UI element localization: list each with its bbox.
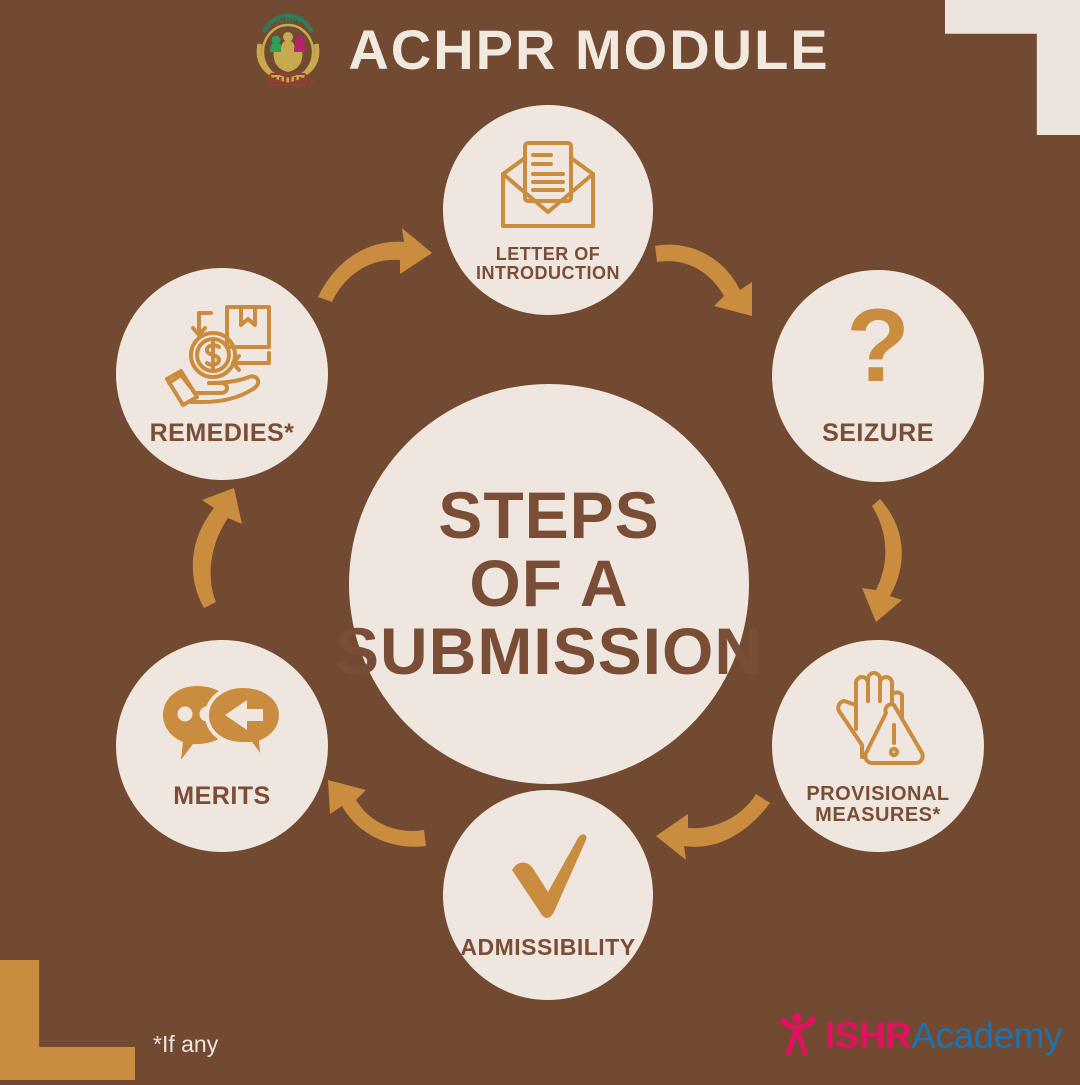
brand-name-primary: ISHR xyxy=(824,1014,912,1056)
person-raised-arms-icon xyxy=(778,1009,818,1062)
header: ACHPR ACHPR MODULE xyxy=(0,0,1080,100)
wheel-hub: STEPS OF A SUBMISSION xyxy=(335,384,762,784)
step-node-letter-of-introduction[interactable]: LETTER OF INTRODUCTION xyxy=(443,105,653,315)
step-node-provisional-measures[interactable]: PROVISIONAL MEASURES* xyxy=(772,640,984,852)
question-mark-icon: ? xyxy=(838,288,918,410)
achpr-logo: ACHPR xyxy=(250,10,326,90)
step-label-provisional-measures: PROVISIONAL MEASURES* xyxy=(806,782,950,826)
hand-coin-package-icon xyxy=(163,301,281,412)
hand-warning-icon xyxy=(822,667,934,778)
hub-title: STEPS OF A SUBMISSION xyxy=(334,478,764,688)
step-label-letter-of-introduction: LETTER OF INTRODUCTION xyxy=(476,243,620,283)
step-label-admissibility: ADMISSIBILITY xyxy=(460,934,636,961)
step-node-remedies[interactable]: REMEDIES* xyxy=(116,268,328,480)
step-node-merits[interactable]: MERITS xyxy=(116,640,328,852)
svg-text:?: ? xyxy=(846,305,910,404)
footnote: *If any xyxy=(153,1031,219,1057)
step-node-admissibility[interactable]: ADMISSIBILITY xyxy=(443,790,653,1000)
step-label-seizure: SEIZURE xyxy=(822,419,934,448)
step-label-remedies: REMEDIES* xyxy=(149,419,295,448)
speech-bubbles-icon xyxy=(159,682,285,771)
svg-text:ACHPR: ACHPR xyxy=(272,15,305,25)
step-node-seizure[interactable]: ? SEIZURE xyxy=(772,270,984,482)
page-title: ACHPR MODULE xyxy=(348,18,830,81)
envelope-letter-icon xyxy=(495,138,601,239)
brand-name-secondary: Academy xyxy=(911,1014,1062,1056)
step-label-merits: MERITS xyxy=(173,782,271,811)
checkmark-icon xyxy=(498,830,598,927)
ishr-academy-logo: ISHRAcademy xyxy=(778,1009,1062,1062)
